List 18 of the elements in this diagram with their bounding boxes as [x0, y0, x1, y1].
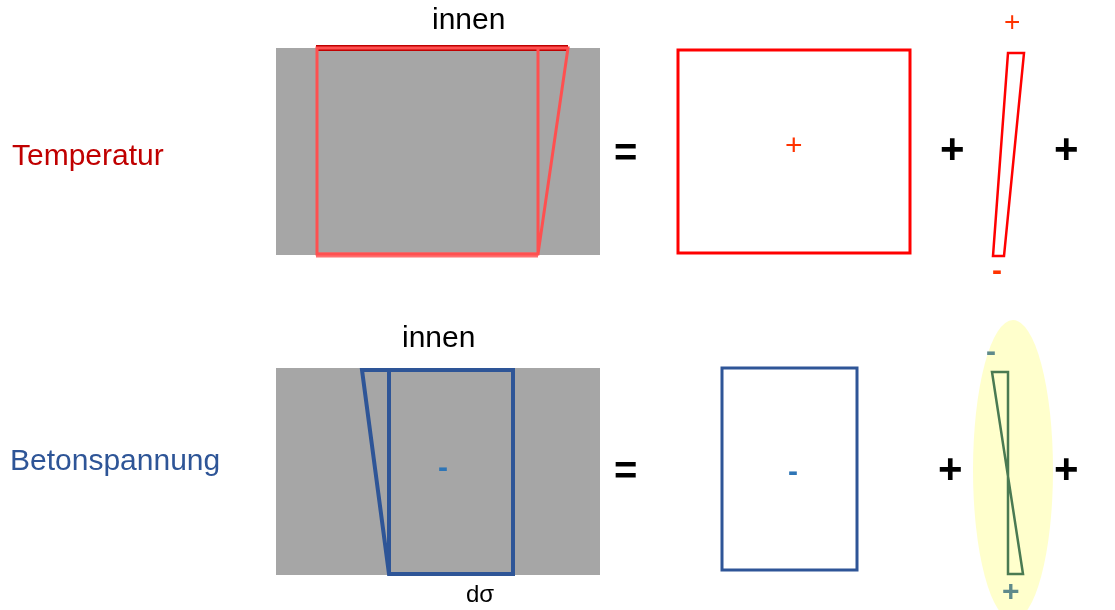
equals-sign: = [614, 450, 638, 490]
equals-sign: = [614, 132, 638, 172]
plus-sign: + [940, 128, 965, 170]
plus-sign: + [1054, 448, 1079, 490]
sign-label: + [785, 130, 803, 160]
plus-sign: + [938, 448, 963, 490]
sign-label: + [1002, 576, 1020, 606]
row-label: Temperatur [12, 140, 164, 170]
sign-label: - [438, 452, 448, 482]
sign-label: + [1004, 8, 1021, 36]
formula-text: dσ [466, 582, 495, 606]
plus-sign: + [1054, 128, 1079, 170]
section-label: innen [402, 322, 476, 352]
sign-label: - [788, 456, 798, 486]
section-label: innen [432, 4, 506, 34]
sign-label: - [992, 255, 1002, 285]
row-label: Betonspannung [10, 445, 221, 475]
sign-label: - [986, 336, 996, 366]
